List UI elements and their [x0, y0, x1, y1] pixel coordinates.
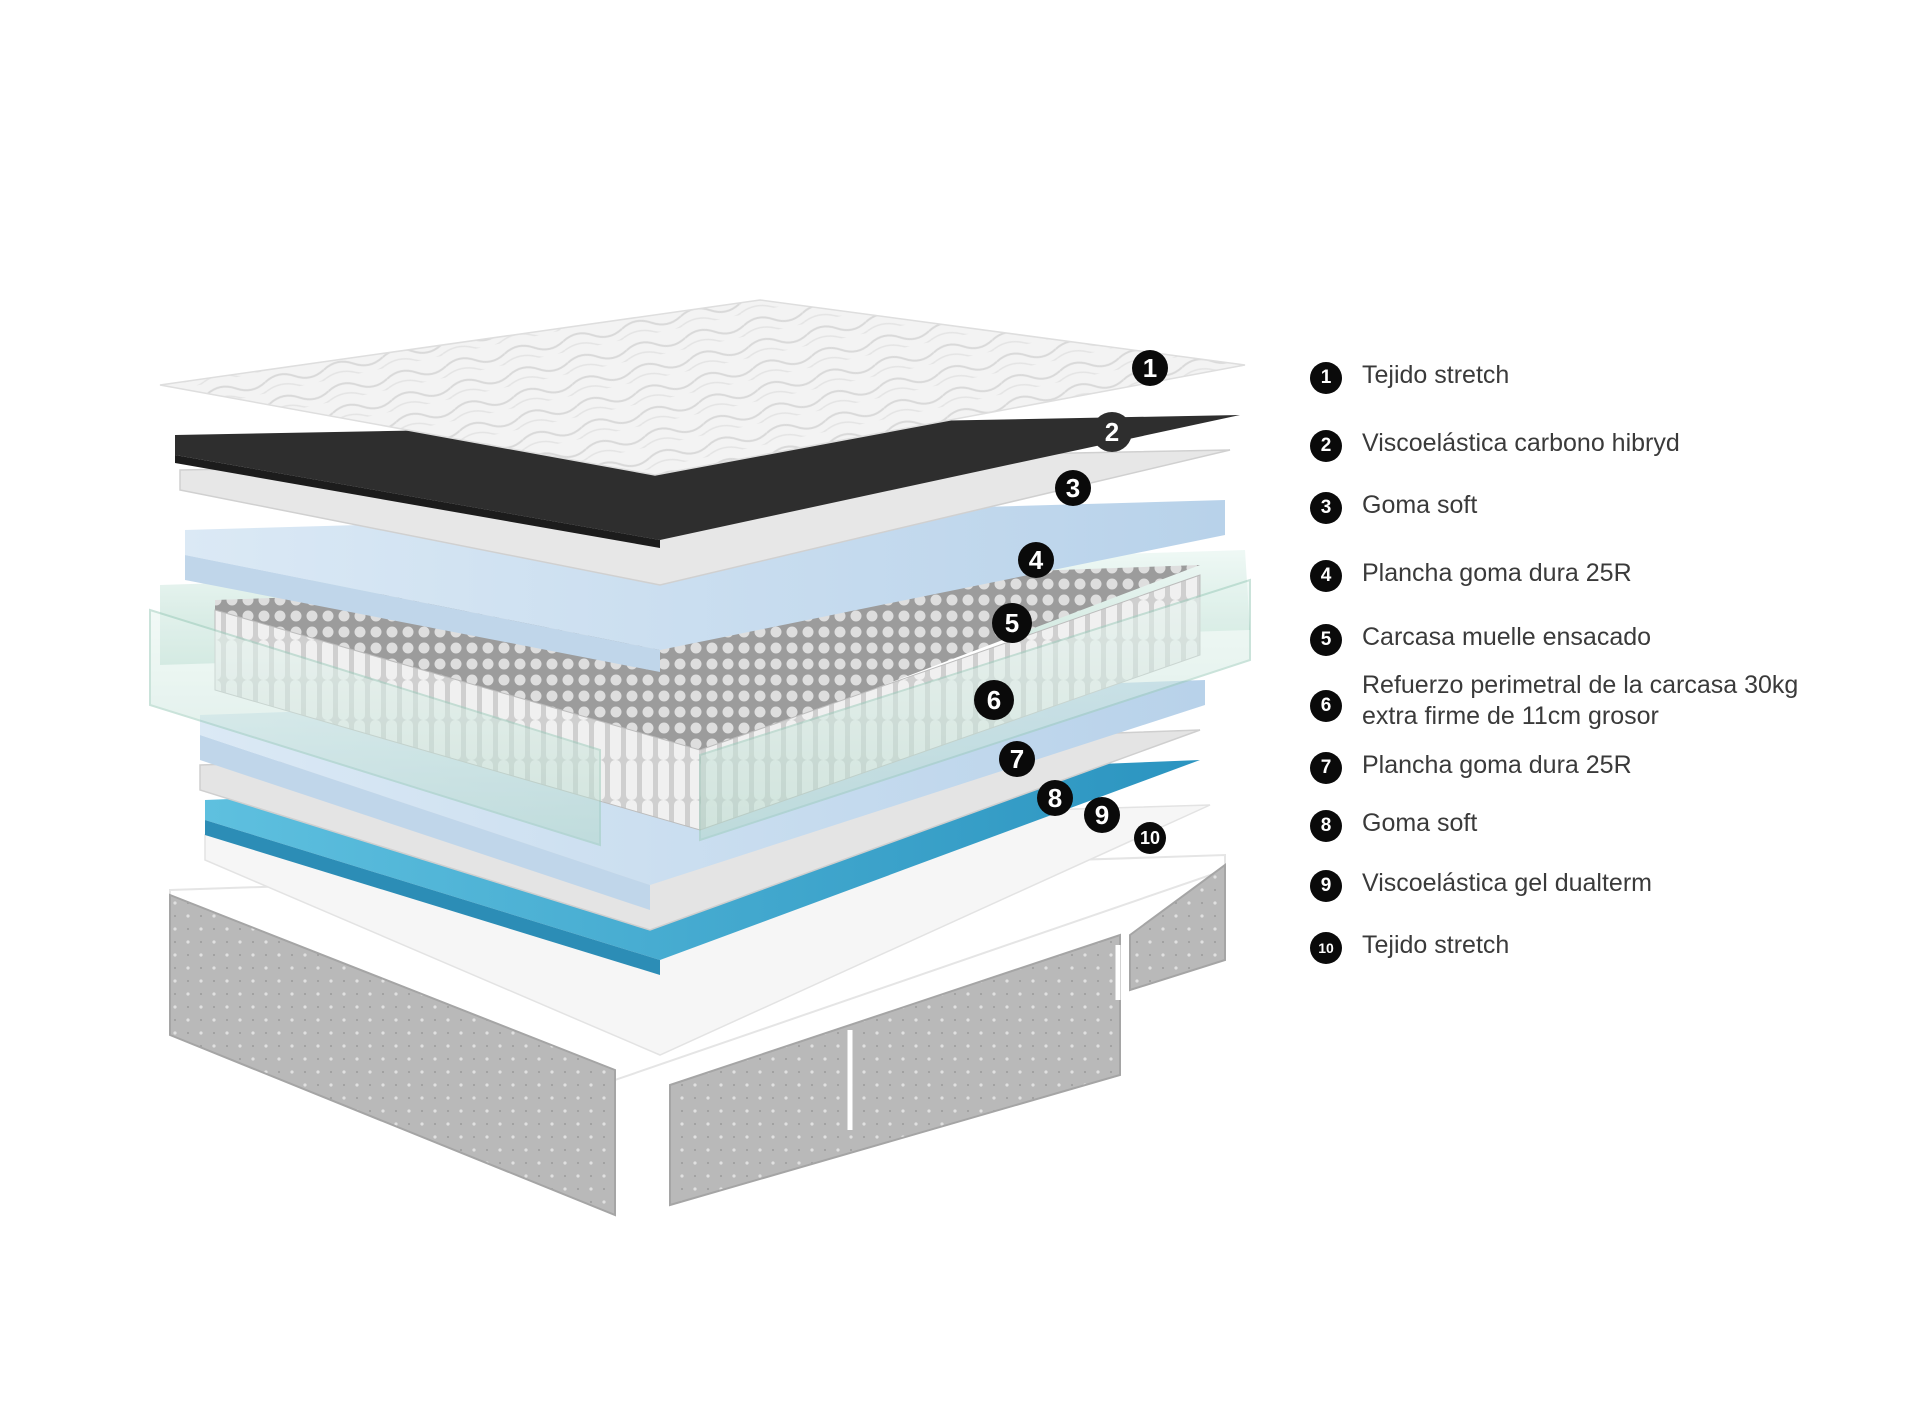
marker-2: 2	[1092, 412, 1132, 452]
legend-badge-9: 9	[1310, 870, 1342, 902]
marker-4: 4	[1018, 542, 1054, 578]
layer-6-frame-front-right	[699, 578, 1251, 842]
layer-6-frame-front-left	[149, 608, 601, 847]
legend-label-6-line-1: Refuerzo perimetral de la carcasa 30kg	[1362, 671, 1799, 699]
legend-label-3: Goma soft	[1362, 491, 1478, 519]
legend-item-10: 10 Tejido stretch	[1310, 930, 1509, 964]
marker-1: 1	[1132, 350, 1168, 386]
marker-9: 9	[1084, 797, 1120, 833]
marker-6: 6	[974, 680, 1014, 720]
mattress-layers-diagram: 1 2 3 4 5 6 7 8 9 10	[149, 299, 1251, 1217]
legend-item-9: 9 Viscoelástica gel dualterm	[1310, 868, 1652, 902]
legend-badge-4: 4	[1310, 560, 1342, 592]
legend-label-6: Refuerzo perimetral de la carcasa 30kg e…	[1362, 670, 1798, 732]
legend-item-8: 8 Goma soft	[1310, 808, 1477, 842]
marker-10-label: 10	[1140, 828, 1160, 848]
legend-badge-5: 5	[1310, 624, 1342, 656]
legend-badge-8: 8	[1310, 810, 1342, 842]
legend-badge-6: 6	[1310, 690, 1342, 722]
base-front-right-high	[1129, 863, 1226, 992]
legend-label-8: Goma soft	[1362, 809, 1478, 837]
legend-item-1: 1 Tejido stretch	[1310, 360, 1509, 394]
legend-label-7: Plancha goma dura 25R	[1362, 751, 1632, 779]
legend-label-9: Viscoelástica gel dualterm	[1362, 869, 1652, 897]
legend-item-4: 4 Plancha goma dura 25R	[1310, 558, 1632, 592]
layer-2-visco-carbono	[175, 415, 1240, 540]
legend-badge-3: 3	[1310, 492, 1342, 524]
marker-10: 10	[1134, 822, 1166, 854]
legend-label-10: Tejido stretch	[1362, 931, 1510, 959]
layer-9-gel-edge	[205, 820, 660, 975]
legend-badge-1: 1	[1310, 362, 1342, 394]
base-front-right-low	[669, 933, 1121, 1207]
marker-5-label: 5	[1005, 608, 1019, 638]
marker-7: 7	[999, 741, 1035, 777]
layer-1-tejido-stretch	[159, 299, 1246, 476]
marker-7-label: 7	[1010, 744, 1024, 774]
marker-1-label: 1	[1143, 353, 1157, 383]
marker-8: 8	[1037, 780, 1073, 816]
legend-label-6-line-2: extra firme de 11cm grosor	[1362, 702, 1659, 730]
legend-badge-10: 10	[1310, 932, 1342, 964]
marker-4-label: 4	[1029, 545, 1044, 575]
marker-5: 5	[992, 603, 1032, 643]
marker-3-label: 3	[1066, 473, 1080, 503]
legend-badge-7: 7	[1310, 752, 1342, 784]
layer-2-visco-carbono-edge	[175, 455, 660, 548]
legend-label-5: Carcasa muelle ensacado	[1362, 623, 1652, 651]
marker-3: 3	[1055, 470, 1091, 506]
legend-item-3: 3 Goma soft	[1310, 490, 1477, 524]
legend-item-6: 6 Refuerzo perimetral de la carcasa 30kg…	[1310, 670, 1798, 732]
legend-badge-2: 2	[1310, 430, 1342, 462]
marker-2-label: 2	[1105, 417, 1119, 447]
legend-item-2: 2 Viscoelástica carbono hibryd	[1310, 428, 1680, 462]
marker-9-label: 9	[1095, 800, 1109, 830]
base-front-left	[169, 893, 616, 1217]
legend-label-4: Plancha goma dura 25R	[1362, 559, 1632, 587]
legend-label-1: Tejido stretch	[1362, 361, 1510, 389]
legend-item-5: 5 Carcasa muelle ensacado	[1310, 622, 1651, 656]
marker-6-label: 6	[987, 685, 1001, 715]
legend-item-7: 7 Plancha goma dura 25R	[1310, 750, 1632, 784]
layer-4-plancha-goma-edge	[185, 555, 660, 672]
marker-8-label: 8	[1048, 783, 1062, 813]
legend-label-2: Viscoelástica carbono hibryd	[1362, 429, 1680, 457]
layer-7-plancha-goma-edge	[200, 735, 650, 910]
